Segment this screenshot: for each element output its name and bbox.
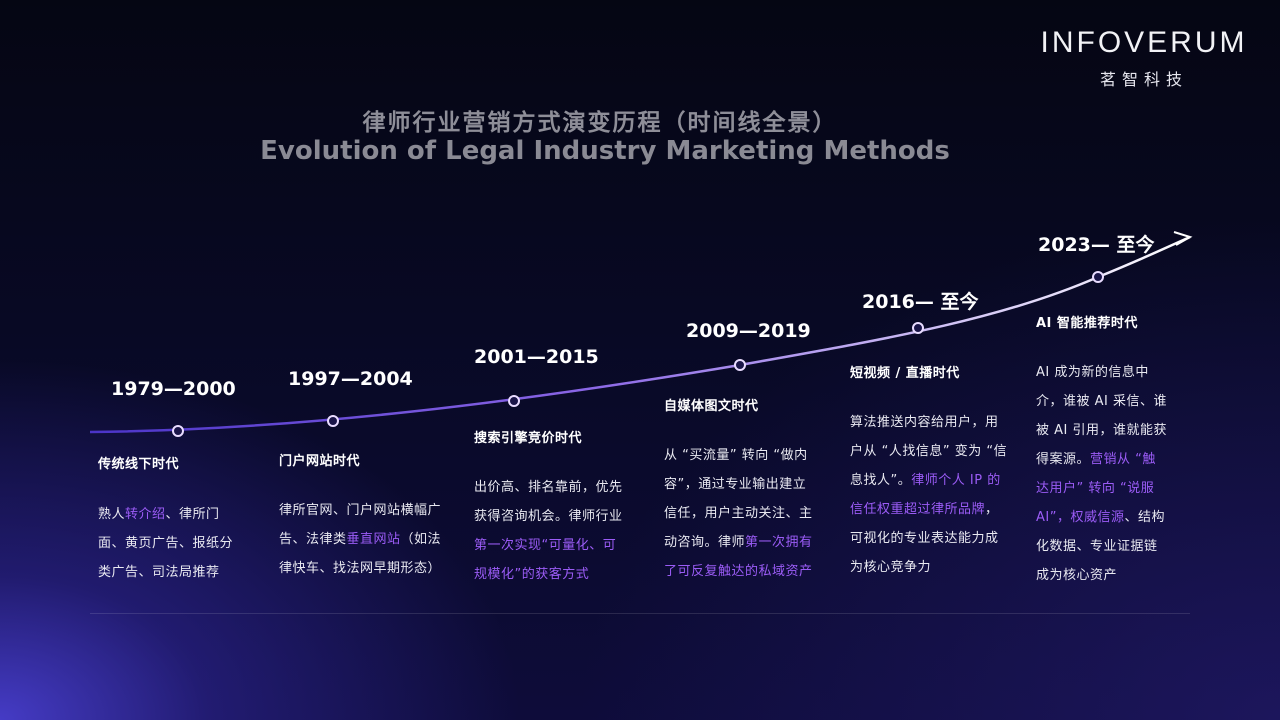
era-years: 2023— 至今: [1038, 234, 1155, 256]
era-description: AI 成为新的信息中介，谁被 AI 采信、谁被 AI 引用，谁就能获得案源。营销…: [1036, 358, 1168, 590]
description-text: ，可视化的专业表达能力成为核心竞争力: [850, 502, 999, 575]
description-text: 算法推送内容给用户，用户从 “人找信息” 变为 “信息找人”。: [850, 415, 1008, 488]
era-description: 律所官网、门户网站横幅广告、法律类垂直网站（如法律快车、找法网早期形态）: [279, 496, 443, 583]
timeline-marker: [172, 425, 184, 437]
description-text: （如法律快车、找法网早期形态）: [279, 532, 442, 576]
highlight-text: 律师个人 IP 的信任权重超过律所品牌: [850, 473, 1001, 517]
timeline-marker: [508, 395, 520, 407]
era-description: 算法推送内容给用户，用户从 “人找信息” 变为 “信息找人”。律师个人 IP 的…: [850, 408, 1010, 582]
era-years: 1979—2000: [111, 378, 236, 400]
page-title-zh: 律师行业营销方式演变历程（时间线全景）: [362, 110, 838, 136]
timeline-marker: [912, 322, 924, 334]
brand-name-en: INFOVERUM: [1040, 26, 1248, 59]
era-name: AI 智能推荐时代: [1036, 316, 1138, 331]
timeline-marker: [1092, 271, 1104, 283]
bottom-divider: [90, 613, 1190, 614]
arrow-head: [1173, 231, 1193, 246]
description-text: 从 “买流量” 转向 “做内容”，通过专业输出建立信任，用户主动关注、主动咨询。…: [664, 448, 813, 550]
era-description: 出价高、排名靠前，优先获得咨询机会。律师行业第一次实现“可量化、可规模化”的获客…: [474, 473, 624, 589]
description-text: 出价高、排名靠前，优先获得咨询机会。律师行业: [474, 480, 623, 524]
description-text: AI 成为新的信息中介，谁被 AI 采信、谁被 AI 引用，谁就能获得案源。: [1036, 365, 1167, 467]
era-name: 自媒体图文时代: [664, 399, 759, 414]
description-text: 、律所门面、黄页广告、报纸分类广告、司法局推荐: [98, 507, 234, 580]
brand-logo: INFOVERUM 茗智科技: [1024, 24, 1264, 90]
timeline-marker: [327, 415, 339, 427]
era-name: 传统线下时代: [98, 457, 180, 472]
highlight-text: 垂直网站: [346, 532, 401, 547]
era-name: 门户网站时代: [279, 454, 361, 469]
era-years: 1997—2004: [288, 368, 413, 390]
highlight-text: 第一次实现“可量化、可规模化”的获客方式: [474, 538, 617, 582]
era-years: 2001—2015: [474, 346, 599, 368]
highlight-text: 营销从 “触达用户” 转向 “说服 AI”，权威信源: [1036, 452, 1156, 525]
era-years: 2009—2019: [686, 320, 811, 342]
era-description: 从 “买流量” 转向 “做内容”，通过专业输出建立信任，用户主动关注、主动咨询。…: [664, 441, 816, 586]
description-text: 熟人: [98, 507, 126, 522]
era-years: 2016— 至今: [862, 291, 979, 313]
description-text: 律所官网、门户网站横幅广告、法律类: [279, 503, 442, 547]
page-title-en: Evolution of Legal Industry Marketing Me…: [260, 136, 950, 166]
description-text: 、结构化数据、专业证据链成为核心资产: [1036, 510, 1165, 583]
brand-name-zh: 茗智科技: [1099, 70, 1188, 89]
timeline-marker: [734, 359, 746, 371]
highlight-text: 第一次拥有了可反复触达的私域资产: [664, 535, 813, 579]
timeline-line: [89, 235, 1191, 434]
highlight-text: 转介绍: [125, 507, 166, 522]
era-name: 短视频 / 直播时代: [850, 366, 960, 381]
era-name: 搜索引擎竞价时代: [474, 431, 583, 446]
era-description: 熟人转介绍、律所门面、黄页广告、报纸分类广告、司法局推荐: [98, 500, 238, 587]
